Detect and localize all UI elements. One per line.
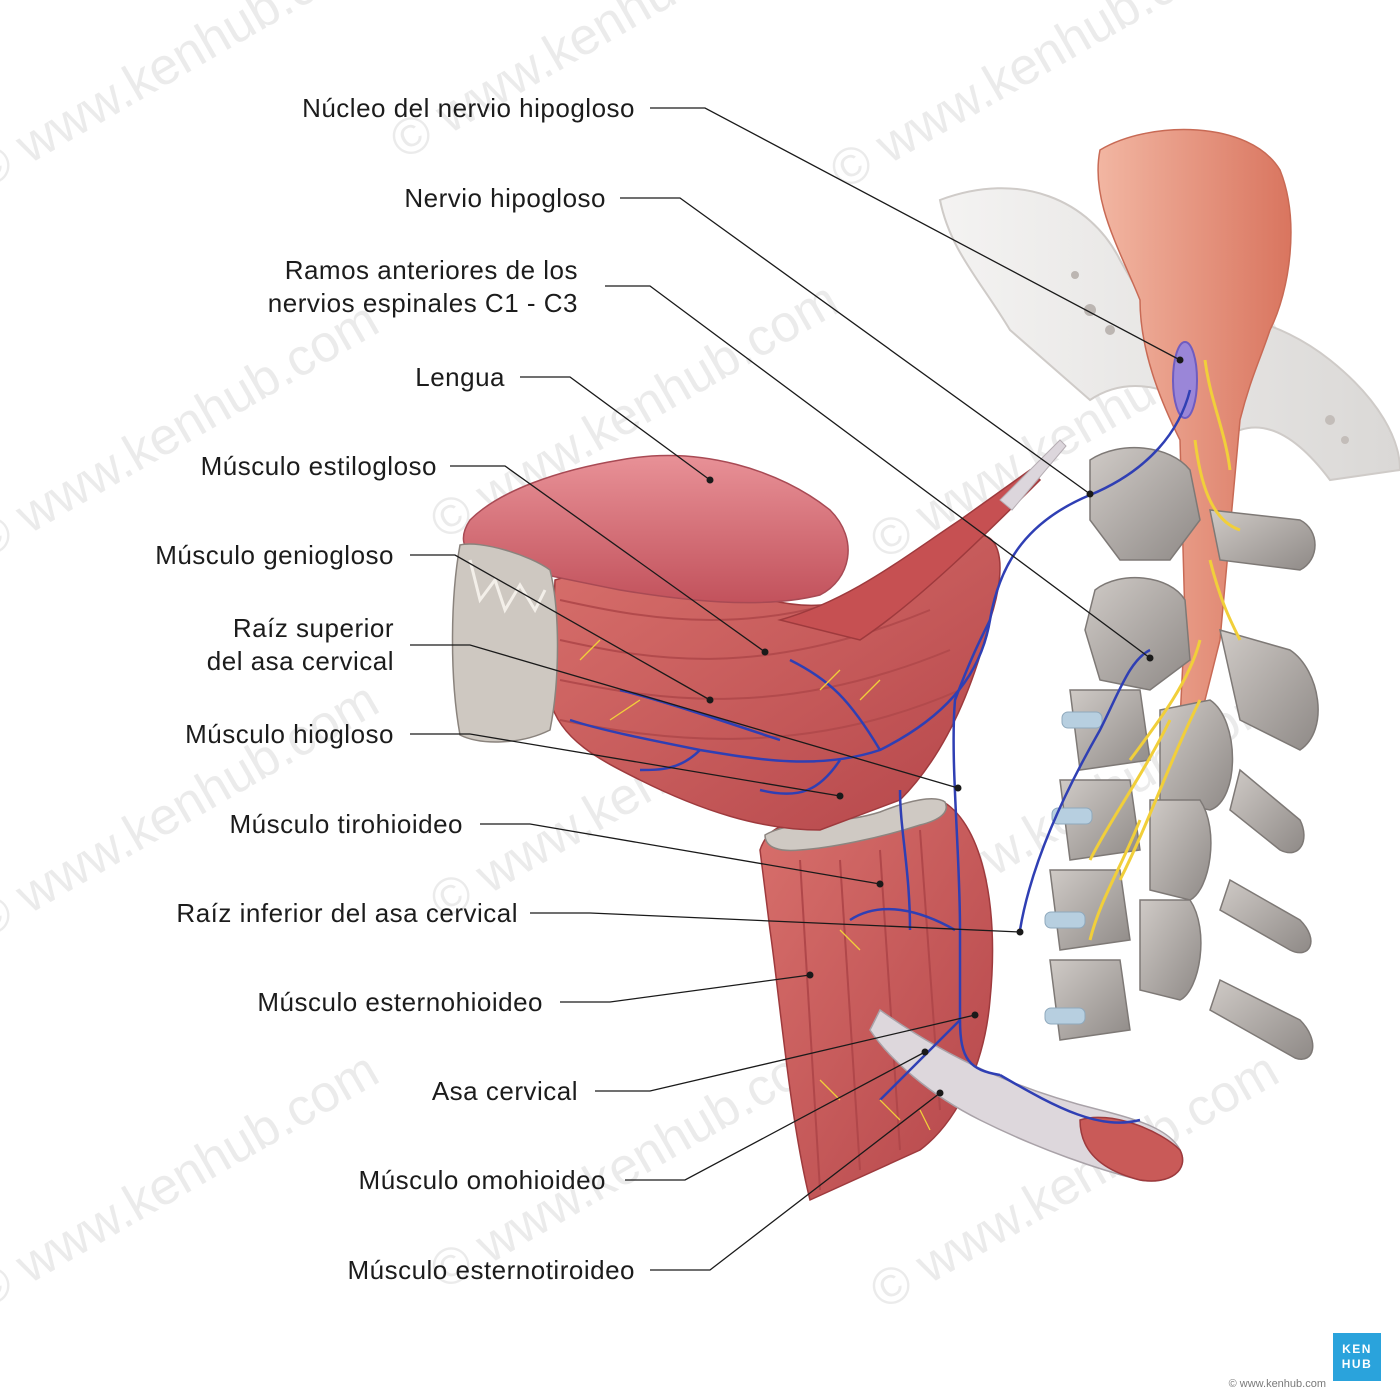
label-lengua: Lengua (415, 362, 505, 392)
infrahyoid-muscles (759, 799, 994, 1202)
label-ramos-anteriores-line1: Ramos anteriores de los (284, 255, 578, 285)
label-raiz-inferior: Raíz inferior del asa cervical (176, 898, 518, 928)
intervertebral-discs (1044, 711, 1103, 1025)
logo-line2: HUB (1341, 1357, 1373, 1371)
leader-dots (706, 356, 1184, 1097)
label-raiz-superior-line1: Raíz superior (232, 613, 394, 643)
omohyoid-muscle (869, 1008, 1184, 1182)
label-ramos-anteriores-line2: nervios espinales C1 - C3 (267, 288, 578, 318)
hypoglossal-nerve-path (569, 389, 1192, 1124)
muscle-nerve-twigs (579, 639, 931, 1131)
label-geniogloso: Músculo geniogloso (155, 540, 394, 570)
label-hiogloso: Músculo hiogloso (185, 719, 394, 749)
label-nervio-hipogloso: Nervio hipogloso (404, 183, 606, 213)
label-raiz-superior-line2: del asa cervical (206, 646, 394, 676)
cervical-nerves (1088, 359, 1242, 941)
label-esternotiroideo: Músculo esternotiroideo (347, 1255, 635, 1285)
label-nucleo-hipogloso: Núcleo del nervio hipogloso (302, 93, 635, 123)
label-omohioideo: Músculo omohioideo (358, 1165, 606, 1195)
copyright-text: © www.kenhub.com (1228, 1378, 1326, 1390)
logo-line1: KEN (1342, 1342, 1372, 1356)
cervical-vertebrae (1049, 447, 1319, 1060)
label-tirohioideo: Músculo tirohioideo (229, 809, 463, 839)
kenhub-logo: KEN HUB (1333, 1333, 1381, 1381)
label-esternohioideo: Músculo esternohioideo (257, 987, 543, 1017)
label-asa-cervical: Asa cervical (431, 1076, 578, 1106)
leader-lines (410, 107, 1181, 1271)
mandible (451, 543, 559, 743)
tongue-muscles (549, 439, 1067, 831)
label-estilogloso: Músculo estilogloso (200, 451, 437, 481)
